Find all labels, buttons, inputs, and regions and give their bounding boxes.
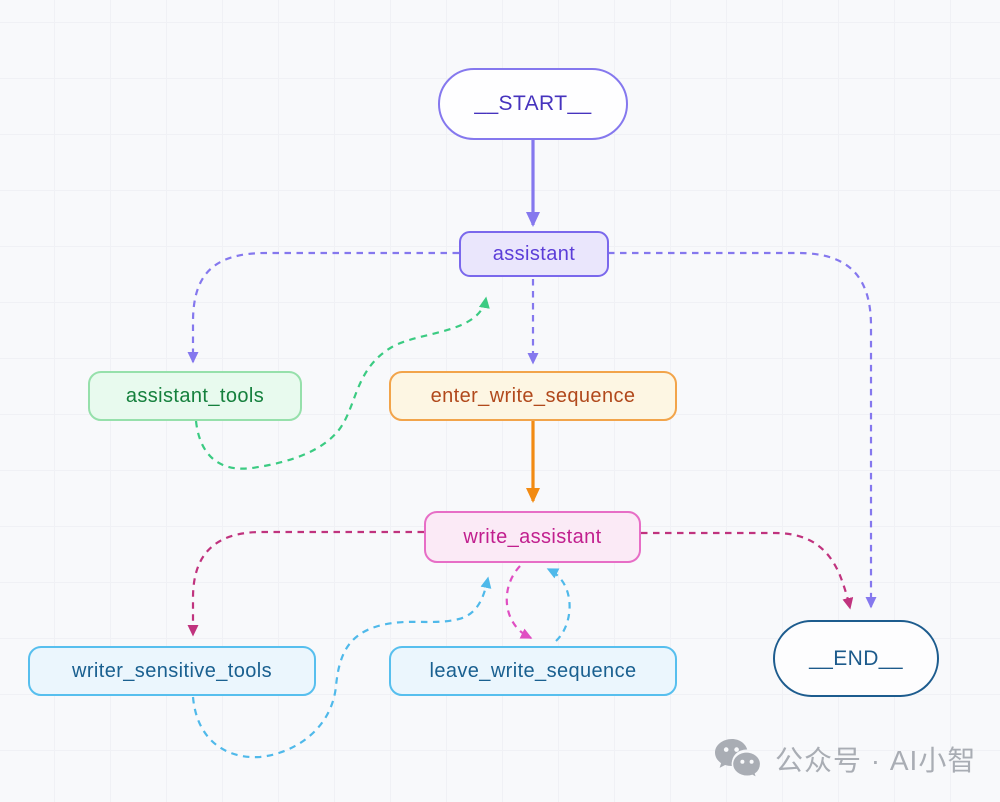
node-write-assistant: write_assistant — [424, 511, 641, 563]
node-enter-write-sequence-label: enter_write_sequence — [430, 384, 636, 407]
edge-leave-write-sequence-write-assistant — [546, 568, 571, 642]
node-write-assistant-label: write_assistant — [463, 525, 602, 548]
node-assistant-tools-label: assistant_tools — [125, 384, 265, 407]
node-start: __START__ — [438, 68, 628, 140]
node-assistant-label: assistant — [492, 242, 576, 265]
edge-write-assistant-writer-sensitive-tools — [187, 530, 424, 637]
edge-assistant-end — [608, 251, 877, 609]
watermark: 公众号 · AI小智 — [714, 738, 976, 780]
node-end-label: __END__ — [809, 646, 903, 670]
edge-write-assistant-end — [641, 531, 854, 610]
node-leave-write-sequence: leave_write_sequence — [389, 646, 677, 696]
node-end: __END__ — [773, 620, 939, 697]
watermark-text: 公众号 · AI小智 — [775, 745, 977, 776]
node-writer-sensitive-tools: writer_sensitive_tools — [28, 646, 316, 696]
edge-assistant-tools-assistant — [194, 296, 490, 470]
node-assistant: assistant — [459, 231, 609, 277]
wechat-icon — [715, 739, 762, 780]
node-leave-write-sequence-label: leave_write_sequence — [429, 659, 637, 682]
edge-assistant-assistant-tools — [187, 251, 459, 364]
node-enter-write-sequence: enter_write_sequence — [389, 371, 677, 421]
node-assistant-tools: assistant_tools — [88, 371, 302, 421]
node-start-label: __START__ — [474, 92, 592, 115]
edge-writer-sensitive-tools-write-assistant — [191, 576, 492, 759]
edge-write-assistant-leave-write-sequence — [505, 565, 533, 639]
node-writer-sensitive-tools-label: writer_sensitive_tools — [72, 659, 272, 682]
